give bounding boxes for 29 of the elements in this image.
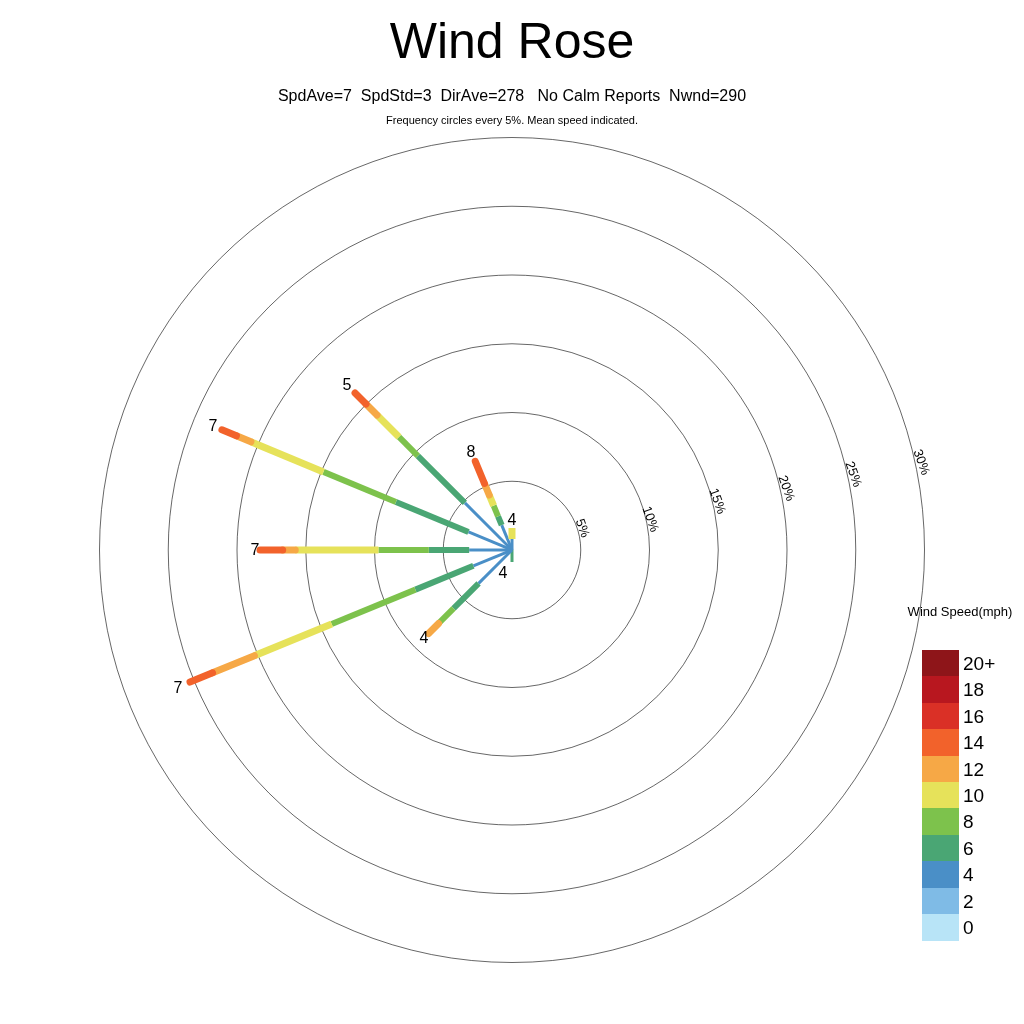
mean-speed-label: 7 (250, 542, 260, 558)
legend-label: 2 (963, 891, 974, 911)
legend-label: 6 (963, 838, 974, 858)
statistics-line: SpdAve=7 SpdStd=3 DirAve=278 No Calm Reports Nwnd=290 (277, 88, 747, 104)
chart-note: Frequency circles every 5%. Mean speed indicated. (386, 115, 638, 126)
ring-label: 10% (640, 504, 662, 534)
mean-speed-label: 7 (173, 680, 183, 696)
mean-speed-label: 4 (419, 630, 429, 646)
mean-speed-label: 4 (507, 512, 517, 528)
legend-label: 8 (963, 812, 974, 832)
mean-speed-label: 4 (498, 565, 508, 581)
mean-speed-label: 5 (342, 377, 352, 393)
legend-label: 14 (963, 733, 985, 753)
legend-title: Wind Speed(mph) (907, 605, 1013, 618)
chart-title: Wind Rose (388, 16, 636, 66)
legend-label: 12 (963, 759, 985, 779)
legend-label: 20+ (963, 654, 996, 673)
ring-label: 30% (911, 447, 933, 477)
ring-label: 25% (843, 459, 865, 489)
ring-label: 5% (573, 516, 593, 540)
ring-label: 20% (776, 473, 798, 503)
legend-label: 18 (963, 680, 985, 700)
legend-label: 0 (963, 918, 974, 937)
legend-label: 16 (963, 706, 985, 726)
mean-speed-label: 7 (208, 418, 218, 434)
mean-speed-label: 8 (466, 444, 476, 460)
legend-label: 4 (963, 865, 974, 885)
ring-label: 15% (707, 486, 729, 516)
legend-label: 10 (963, 786, 985, 805)
